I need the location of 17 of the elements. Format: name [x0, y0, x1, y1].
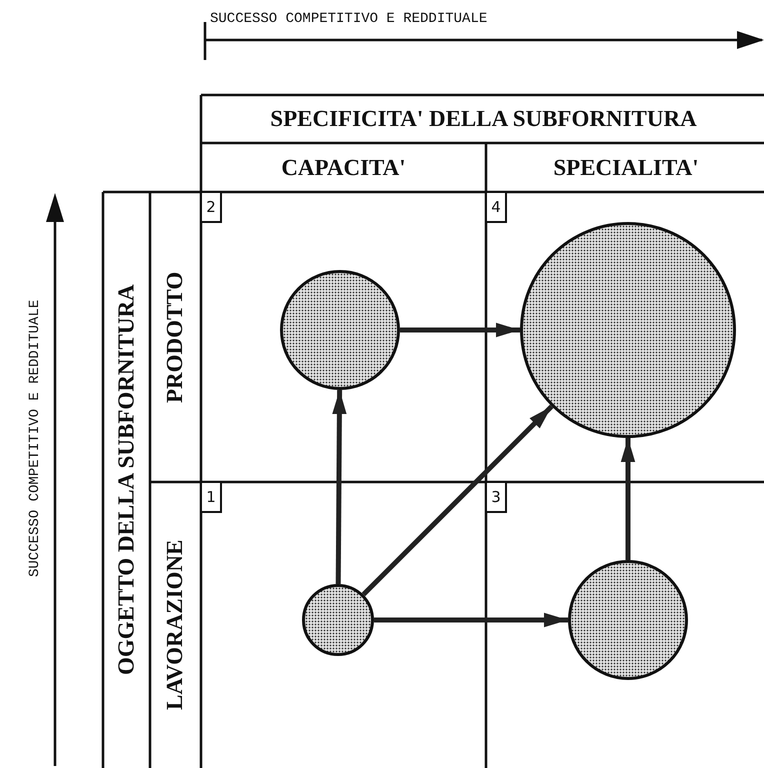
quadrant-number: 4 [487, 193, 507, 223]
column-header: SPECIFICITA' DELLA SUBFORNITURA [269, 105, 698, 133]
axis-label: SUCCESSO COMPETITIVO E REDDITUALE [26, 300, 44, 580]
arrow [620, 438, 636, 560]
arrow [400, 322, 520, 338]
column-header: SPECIALITA' [552, 154, 700, 182]
column-header: CAPACITA' [280, 154, 407, 182]
arrow [374, 612, 568, 628]
row-header: PRODOTTO [161, 270, 188, 405]
quadrant-number: 2 [202, 193, 222, 223]
arrow [332, 390, 347, 584]
arrow [362, 404, 554, 596]
quadrant-number: 3 [487, 483, 507, 513]
axis-label: SUCCESSO COMPETITIVO E REDDITUALE [210, 10, 488, 29]
row-header: OGGETTO DELLA SUBFORNITURA [112, 284, 140, 678]
row-header: LAVORAZIONE [161, 538, 188, 712]
quadrant-number: 1 [202, 483, 222, 513]
